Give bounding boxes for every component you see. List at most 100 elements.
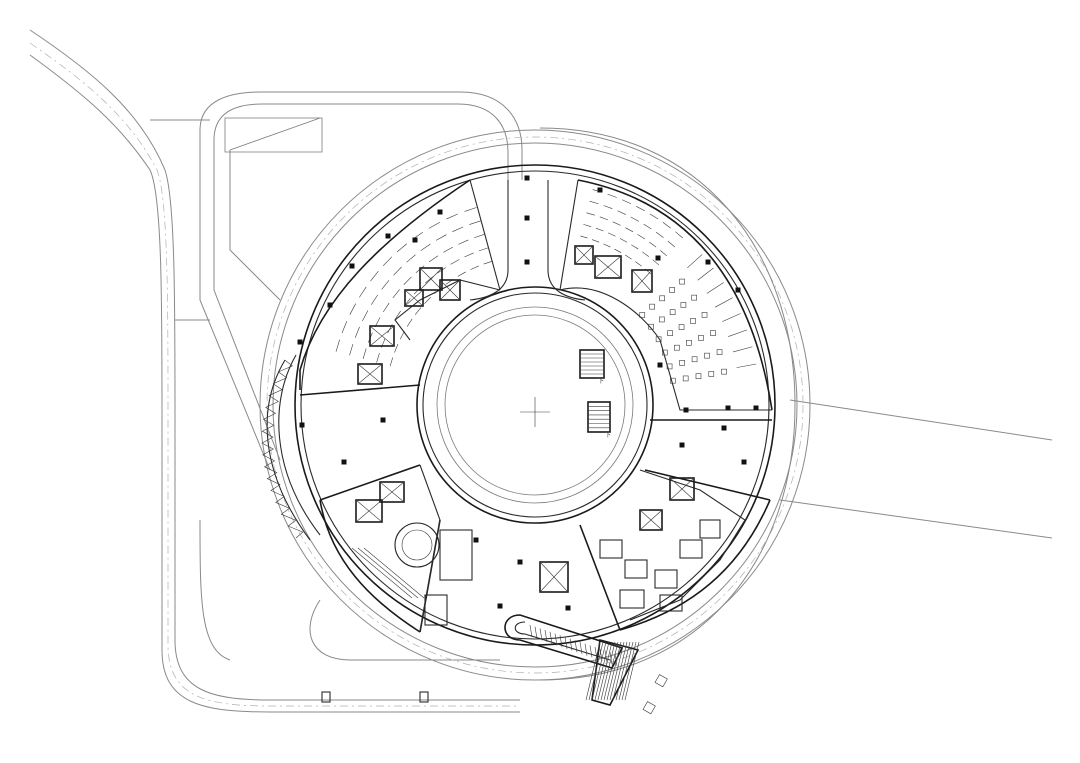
reading-table	[662, 349, 668, 356]
service-cores	[355, 245, 695, 593]
bookshelf	[624, 254, 632, 260]
canopy-rib	[564, 636, 568, 649]
elevator-core	[404, 289, 424, 307]
bookshelf	[715, 297, 733, 308]
canopy-rib	[554, 633, 558, 646]
radial-walls	[299, 179, 772, 633]
elevator-core	[594, 255, 622, 279]
canopy-rib	[529, 624, 533, 638]
canopy-rib	[604, 650, 608, 663]
canopy-rib	[589, 645, 593, 658]
stair-label-1: 下	[598, 378, 604, 385]
southwest-hall-wing	[319, 464, 473, 633]
reading-table	[666, 363, 673, 370]
reading-table	[698, 335, 704, 341]
bookshelf	[403, 276, 412, 285]
bookshelf	[452, 226, 464, 232]
bookshelf	[393, 266, 402, 276]
column	[412, 237, 418, 243]
site-markers	[321, 674, 668, 715]
office-room	[699, 519, 721, 539]
northwest-reading-wing	[299, 179, 501, 390]
core-cross	[539, 561, 569, 593]
column	[735, 287, 741, 293]
outer-site-rings	[259, 127, 811, 681]
reading-table	[648, 323, 654, 330]
core-cross	[439, 279, 461, 301]
bookshelf	[457, 271, 466, 277]
bookshelf	[389, 357, 394, 367]
bookshelf	[349, 343, 354, 356]
bookshelf	[420, 243, 431, 251]
bookshelf	[614, 248, 622, 253]
reading-table	[655, 336, 662, 343]
elevator-core	[419, 267, 443, 291]
canopy-hatch-line	[612, 641, 628, 701]
bookshelf	[474, 234, 485, 239]
column	[297, 339, 303, 345]
elevator-core	[669, 477, 695, 501]
reading-table	[669, 309, 676, 315]
bookshelf	[359, 286, 367, 298]
canopy-hatch-line	[600, 641, 616, 701]
core-cross	[594, 255, 622, 279]
bookshelf	[595, 227, 604, 232]
bookshelf	[478, 247, 489, 252]
bookshelf	[637, 234, 645, 240]
column	[741, 459, 747, 465]
bookshelf	[341, 321, 348, 333]
canopy-rib	[594, 647, 598, 660]
column	[517, 559, 523, 565]
bookshelf	[396, 243, 407, 253]
core-cross	[574, 245, 594, 265]
bookshelf	[483, 260, 493, 265]
reading-table	[680, 302, 687, 308]
reading-table	[701, 312, 708, 318]
bookshelf	[706, 282, 724, 294]
column	[657, 362, 663, 368]
bookshelf	[370, 271, 379, 282]
bookshelf	[612, 221, 621, 226]
bookshelf	[631, 244, 639, 250]
bookshelf	[414, 307, 422, 315]
canopy-hatch-line	[624, 641, 640, 701]
office-room	[679, 539, 703, 559]
canopy-rib	[559, 635, 563, 648]
canopy-hatch-line	[591, 641, 607, 701]
bookshelf	[394, 343, 399, 353]
reading-table	[691, 294, 697, 301]
canopy-hatch-line	[621, 641, 637, 701]
reading-table	[682, 375, 689, 382]
column	[721, 425, 727, 431]
canopy-rib	[544, 630, 548, 643]
bookshelf	[470, 265, 479, 270]
bookshelf	[586, 212, 595, 216]
reading-table	[710, 330, 716, 336]
core-cross	[379, 481, 405, 503]
bookshelf	[622, 199, 632, 204]
bookshelf	[464, 207, 477, 212]
bookshelf	[599, 216, 609, 221]
column	[753, 405, 759, 411]
column	[341, 459, 347, 465]
bookshelf	[607, 193, 617, 198]
bookshelf	[362, 310, 369, 321]
elevator-core	[357, 363, 383, 385]
reading-table	[690, 318, 696, 324]
canopy-rib	[549, 631, 553, 644]
column	[524, 175, 530, 181]
column	[473, 537, 479, 543]
column	[565, 605, 571, 611]
bookshelf	[580, 235, 588, 239]
bookshelf	[675, 231, 683, 239]
core-cross	[369, 325, 395, 347]
bookshelf	[399, 330, 405, 340]
bookshelf	[450, 259, 460, 265]
bookshelf	[619, 238, 628, 243]
bookshelf	[728, 329, 748, 337]
core-cross	[357, 363, 383, 385]
canopy-hatch-line	[609, 641, 625, 701]
bookshelf	[406, 254, 416, 263]
reading-table	[667, 330, 673, 336]
elevator-core	[355, 499, 383, 523]
